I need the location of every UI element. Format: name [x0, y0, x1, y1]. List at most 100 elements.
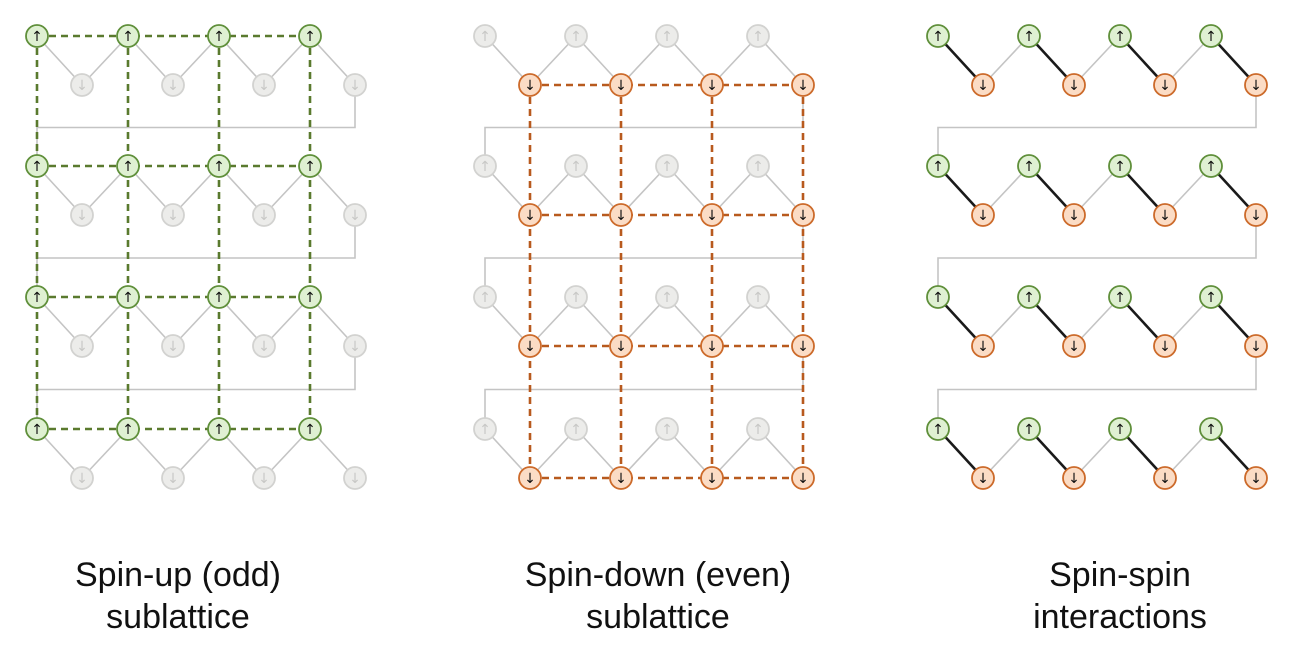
spin-down-site: ↓: [609, 466, 633, 490]
spin-down-site: ↓: [252, 334, 276, 358]
site-circle: [1199, 24, 1223, 48]
arrow-down-icon: ↓: [1068, 471, 1080, 487]
arrow-down-icon: ↓: [1068, 339, 1080, 355]
spin-up-site: ↑: [1199, 285, 1223, 309]
arrow-down-icon: ↓: [977, 339, 989, 355]
arrow-down-icon: ↓: [797, 339, 809, 355]
site-circle: [298, 417, 322, 441]
site-circle: [655, 154, 679, 178]
spin-up-site: ↑: [116, 154, 140, 178]
site-circle: [70, 203, 94, 227]
arrow-up-icon: ↑: [661, 29, 673, 45]
arrow-up-icon: ↑: [213, 159, 225, 175]
arrow-up-icon: ↑: [661, 159, 673, 175]
spin-down-site: ↓: [161, 203, 185, 227]
spin-up-site: ↑: [207, 24, 231, 48]
spin-up-site: ↑: [655, 154, 679, 178]
arrow-down-icon: ↓: [1159, 208, 1171, 224]
site-circle: [700, 334, 724, 358]
caption-line-1: Spin-down (even): [524, 556, 792, 594]
site-circle: [473, 417, 497, 441]
site-circle: [1017, 285, 1041, 309]
site-circle: [1108, 417, 1132, 441]
site-circle: [161, 466, 185, 490]
spin-up-site: ↑: [25, 154, 49, 178]
arrow-up-icon: ↑: [1205, 290, 1217, 306]
site-circle: [791, 466, 815, 490]
site-circle: [564, 154, 588, 178]
row-connector: [484, 215, 804, 297]
spin-up-site: ↑: [746, 417, 770, 441]
site-circle: [655, 285, 679, 309]
arrow-up-icon: ↑: [213, 422, 225, 438]
spin-down-site: ↓: [1244, 466, 1268, 490]
site-circle: [971, 466, 995, 490]
spin-down-site: ↓: [343, 466, 367, 490]
arrow-down-icon: ↓: [706, 339, 718, 355]
site-circle: [609, 466, 633, 490]
spin-up-site: ↑: [655, 24, 679, 48]
arrow-down-icon: ↓: [1068, 78, 1080, 94]
spin-up-site: ↑: [116, 24, 140, 48]
arrow-up-icon: ↑: [752, 290, 764, 306]
site-circle: [207, 417, 231, 441]
spin-up-site: ↑: [564, 24, 588, 48]
site-circle: [1244, 73, 1268, 97]
arrow-down-icon: ↓: [706, 208, 718, 224]
arrow-down-icon: ↓: [76, 208, 88, 224]
arrow-up-icon: ↑: [752, 29, 764, 45]
spin-up-site: ↑: [1108, 154, 1132, 178]
row-connector: [484, 85, 804, 166]
site-circle: [1108, 285, 1132, 309]
site-circle: [700, 466, 724, 490]
site-circle: [1199, 417, 1223, 441]
spin-up-site: ↑: [116, 285, 140, 309]
row-connector: [36, 85, 356, 166]
spin-down-site: ↓: [70, 203, 94, 227]
arrow-down-icon: ↓: [167, 78, 179, 94]
spin-down-site: ↓: [161, 334, 185, 358]
spin-up-site: ↑: [926, 154, 950, 178]
site-circle: [746, 154, 770, 178]
spin-down-site: ↓: [161, 466, 185, 490]
arrow-down-icon: ↓: [524, 208, 536, 224]
row-connector: [36, 215, 356, 297]
spin-down-site: ↓: [700, 73, 724, 97]
spin-up-site: ↑: [1017, 154, 1041, 178]
spin-up-site: ↑: [926, 285, 950, 309]
arrow-down-icon: ↓: [258, 78, 270, 94]
arrow-down-icon: ↓: [167, 339, 179, 355]
spin-down-site: ↓: [70, 466, 94, 490]
row-connector: [36, 346, 356, 429]
site-circle: [25, 154, 49, 178]
spin-up-site: ↑: [1199, 154, 1223, 178]
arrow-up-icon: ↑: [570, 29, 582, 45]
site-circle: [25, 417, 49, 441]
caption-spin-down-sublattice: Spin-down (even) sublattice: [488, 554, 828, 638]
site-circle: [700, 203, 724, 227]
site-circle: [926, 285, 950, 309]
site-circle: [343, 334, 367, 358]
arrow-down-icon: ↓: [167, 471, 179, 487]
sublattice-grid: [35, 34, 312, 431]
panel-spin-up-sublattice: ↑↓↑↓↑↓↑↓↑↓↑↓↑↓↑↓↑↓↑↓↑↓↑↓↑↓↑↓↑↓↑↓: [25, 24, 367, 490]
site-circle: [343, 203, 367, 227]
site-circle: [252, 334, 276, 358]
spin-down-site: ↓: [161, 73, 185, 97]
spin-down-site: ↓: [971, 73, 995, 97]
arrow-down-icon: ↓: [167, 208, 179, 224]
spin-up-site: ↑: [25, 285, 49, 309]
spin-up-site: ↑: [473, 417, 497, 441]
spin-down-site: ↓: [971, 334, 995, 358]
arrow-up-icon: ↑: [31, 29, 43, 45]
site-circle: [655, 24, 679, 48]
site-circle: [473, 154, 497, 178]
arrow-down-icon: ↓: [797, 471, 809, 487]
spin-down-site: ↓: [70, 334, 94, 358]
panel-spin-spin-interactions: ↑↓↑↓↑↓↑↓↑↓↑↓↑↓↑↓↑↓↑↓↑↓↑↓↑↓↑↓↑↓↑↓: [926, 24, 1268, 490]
arrow-down-icon: ↓: [706, 471, 718, 487]
spin-down-site: ↓: [1062, 466, 1086, 490]
site-circle: [298, 24, 322, 48]
site-circle: [971, 334, 995, 358]
